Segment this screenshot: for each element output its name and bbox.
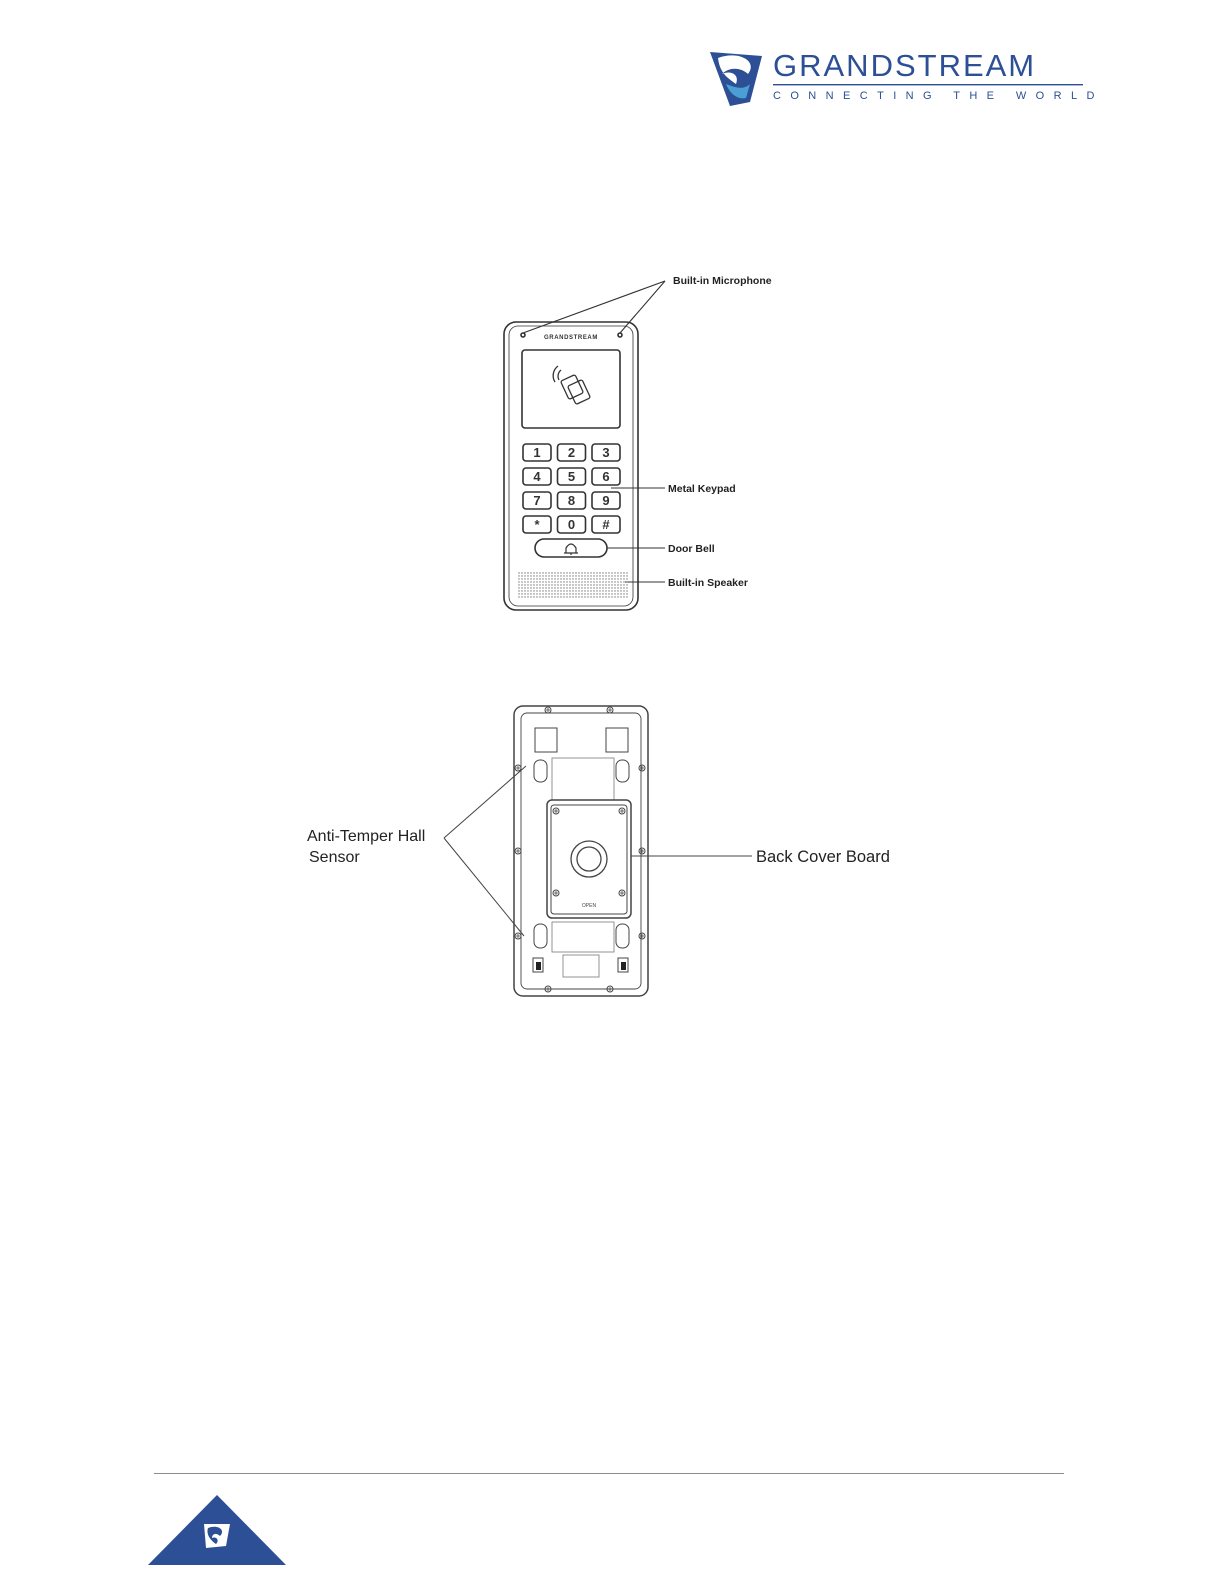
bell-icon <box>564 544 578 555</box>
keypad-key-label: 7 <box>533 493 540 508</box>
brand-name: GRANDSTREAM <box>773 48 1036 83</box>
keypad-key: * <box>523 516 551 533</box>
header-logo: GRANDSTREAM CONNECTING THE WORLD <box>700 44 1100 114</box>
keypad-key-label: 6 <box>602 469 609 484</box>
front-panel-figure: GRANDSTREAM 1 2 3 4 5 6 7 8 9 * 0 # Built-in Microp… <box>495 262 795 622</box>
keypad-key: 9 <box>592 492 620 509</box>
keypad-key: 4 <box>523 468 551 485</box>
keypad-key-label: 3 <box>602 445 609 460</box>
keypad-key: 1 <box>523 444 551 461</box>
callout-door-bell: Door Bell <box>668 543 715 555</box>
keypad-key-label: 4 <box>533 469 541 484</box>
microphone-hole-left <box>521 333 525 337</box>
callout-speaker: Built-in Speaker <box>668 577 748 589</box>
keypad-key-label: 0 <box>568 517 575 532</box>
callout-back-cover-board: Back Cover Board <box>756 848 890 866</box>
keypad-key-label: # <box>602 517 610 532</box>
device-brand-label: GRANDSTREAM <box>544 335 598 341</box>
keypad-key-label: 9 <box>602 493 609 508</box>
keypad-key: 6 <box>592 468 620 485</box>
keypad-key-label: 5 <box>568 469 575 484</box>
speaker-grille <box>518 572 627 597</box>
keypad-key-label: 2 <box>568 445 575 460</box>
keypad-key: 2 <box>558 444 586 461</box>
keypad-key: 8 <box>558 492 586 509</box>
callout-hall-sensor-line1: Anti-Temper Hall <box>307 828 425 845</box>
callout-metal-keypad: Metal Keypad <box>668 483 736 495</box>
keypad-key: # <box>592 516 620 533</box>
hall-sensor-top <box>534 760 547 782</box>
back-cover-board <box>547 800 631 918</box>
open-label: OPEN <box>582 903 597 909</box>
keypad-key: 7 <box>523 492 551 509</box>
callout-microphone: Built-in Microphone <box>673 275 772 287</box>
keypad-key: 3 <box>592 444 620 461</box>
device-body <box>504 322 638 610</box>
footer-logo <box>146 1494 288 1566</box>
keypad-key: 5 <box>558 468 586 485</box>
keypad-key-label: 8 <box>568 493 575 508</box>
hall-sensor-bottom <box>534 924 547 948</box>
back-panel-figure: OPEN Anti-Temper Hall Sensor Back Cover … <box>290 696 930 1006</box>
microphone-hole-right <box>618 333 622 337</box>
metal-keypad: 1 2 3 4 5 6 7 8 9 * 0 # <box>523 444 620 533</box>
callout-hall-sensor-line2: Sensor <box>309 849 360 866</box>
card-reader-display <box>522 350 620 428</box>
grandstream-emblem-icon <box>710 52 762 106</box>
keypad-key-label: 1 <box>533 445 540 460</box>
rfid-card-icon <box>553 366 590 404</box>
footer-divider <box>154 1473 1064 1474</box>
keypad-key-label: * <box>534 517 540 532</box>
keypad-key: 0 <box>558 516 586 533</box>
brand-tagline: CONNECTING THE WORLD <box>773 90 1100 102</box>
